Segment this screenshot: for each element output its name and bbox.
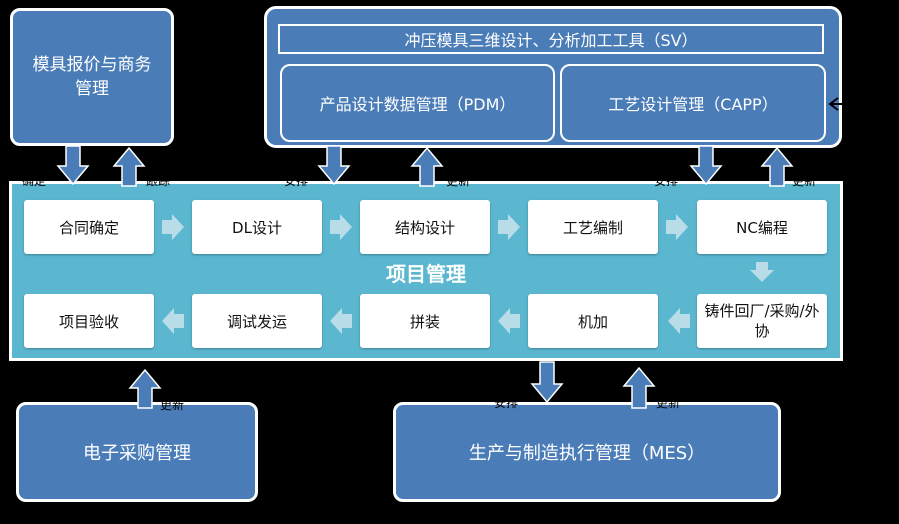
flow-right-icon (330, 214, 352, 240)
flow-left-icon (668, 308, 690, 334)
arrow-up-icon (128, 368, 162, 409)
arrow-left-icon (828, 97, 845, 111)
label-confirm: 确定 (22, 174, 47, 188)
step-process-planning: 工艺编制 (528, 200, 658, 254)
arrow-down-icon (56, 145, 90, 186)
arrow-down-icon (530, 361, 564, 404)
step-contract: 合同确定 (24, 200, 154, 254)
arrow-up-icon (760, 146, 794, 187)
label-arrange-mes: 安排 (494, 396, 519, 410)
flow-down-icon (750, 262, 774, 282)
arrow-down-icon (689, 145, 723, 186)
arrow-up-icon (410, 146, 444, 187)
mes-label: 生产与制造执行管理（MES） (468, 443, 706, 464)
label-arrange-capp: 安排 (654, 174, 679, 188)
step-dl-design: DL设计 (192, 200, 322, 254)
quote-business-box: 模具报价与商务管理 (10, 8, 174, 146)
step-nc-programming: NC编程 (697, 200, 827, 254)
flow-left-icon (162, 308, 184, 334)
arrow-down-icon (317, 145, 351, 186)
mes-box: 生产与制造执行管理（MES） (393, 402, 781, 502)
flow-right-icon (162, 214, 184, 240)
label-update-mes: 更新 (656, 396, 681, 410)
step-debug-ship: 调试发运 (192, 294, 322, 348)
step-acceptance: 项目验收 (24, 294, 154, 348)
step-assembly: 拼装 (360, 294, 490, 348)
flow-right-icon (498, 214, 520, 240)
pdm-box: 产品设计数据管理（PDM） (280, 64, 555, 142)
e-purchase-box: 电子采购管理 (16, 402, 258, 502)
label-update-pdm: 更新 (446, 174, 471, 188)
arrow-up-icon (112, 146, 146, 187)
flow-left-icon (498, 308, 520, 334)
sv-title: 冲压模具三维设计、分析加工工具（SV） (278, 24, 824, 54)
flow-right-icon (666, 214, 688, 240)
label-arrange-pdm: 安排 (284, 174, 309, 188)
quote-business-label: 模具报价与商务管理 (32, 55, 152, 99)
capp-box: 工艺设计管理（CAPP） (560, 64, 826, 142)
step-machining: 机加 (528, 294, 658, 348)
label-update-purchase: 更新 (160, 398, 185, 412)
step-structure-design: 结构设计 (360, 200, 490, 254)
project-management-title: 项目管理 (386, 262, 466, 286)
label-track: 跟踪 (146, 174, 171, 188)
arrow-up-icon (622, 366, 656, 409)
label-update-capp: 更新 (792, 174, 817, 188)
e-purchase-label: 电子采购管理 (83, 443, 191, 464)
capp-label: 工艺设计管理（CAPP） (608, 95, 778, 114)
flow-left-icon (330, 308, 352, 334)
step-casting-purchase: 铸件回厂/采购/外协 (697, 294, 827, 348)
pdm-label: 产品设计数据管理（PDM） (319, 95, 516, 114)
